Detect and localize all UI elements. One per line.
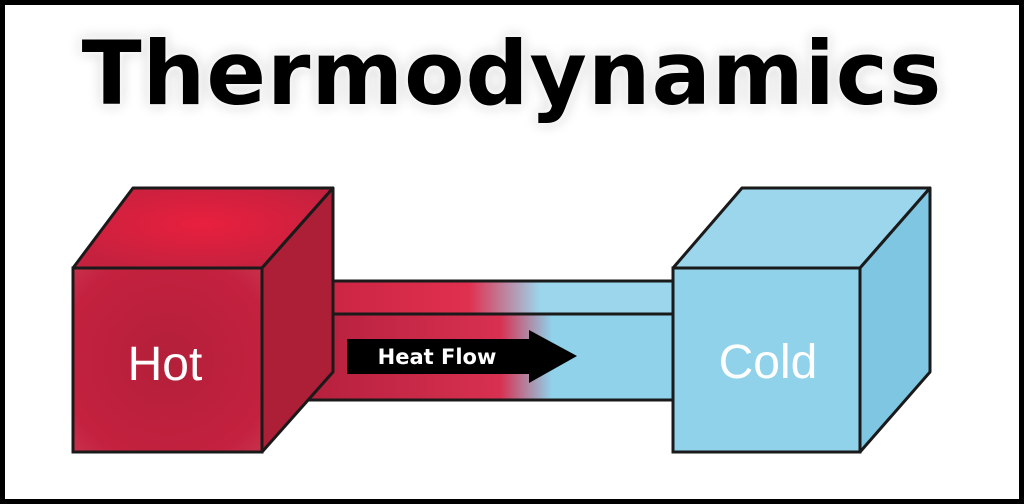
hot-block-front (71, 266, 264, 454)
cold-block-front (671, 266, 862, 454)
cold-block: Cold (671, 186, 932, 454)
heat-flow-label: Heat Flow (378, 345, 497, 369)
page-title: Thermodynamics (81, 22, 943, 125)
arrow-shape (347, 330, 577, 383)
heat-flow-arrow: Heat Flow (347, 330, 577, 383)
hot-block: Hot (71, 186, 335, 454)
heat-bar-top (278, 279, 702, 316)
hot-label: Hot (128, 338, 203, 391)
cold-label: Cold (719, 336, 818, 389)
